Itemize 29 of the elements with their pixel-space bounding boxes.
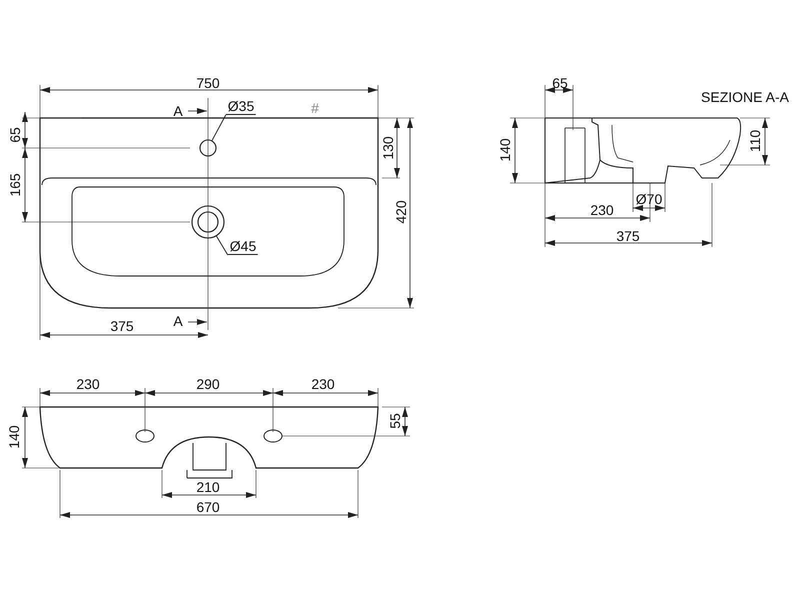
hole-outline: [191, 205, 225, 239]
dimension-value: 165: [8, 173, 22, 197]
dimension-value: 130: [381, 136, 395, 160]
dimension-value: 420: [394, 200, 408, 224]
section-mark: A: [173, 104, 183, 118]
section-title: SEZIONE A-A: [701, 90, 789, 104]
diameter-callout: Ø35: [226, 99, 256, 115]
dimension-value: 65: [552, 76, 568, 90]
dimension-value: 140: [7, 425, 21, 449]
leader-line: [211, 114, 226, 142]
dimension-value: 230: [311, 377, 335, 391]
dimension-value: 55: [388, 413, 402, 429]
dimension-value: 210: [196, 480, 220, 494]
symbol-mark: #: [311, 101, 319, 115]
dimension-value: 375: [616, 229, 640, 243]
dimension-value: 750: [196, 76, 220, 90]
leader-line: [216, 235, 228, 256]
diameter-callout: Ø45: [228, 239, 258, 255]
dimension-value: 230: [76, 377, 100, 391]
section-mark: A: [173, 314, 183, 328]
dimension-value: 375: [110, 319, 134, 333]
dimension-value: 670: [196, 500, 220, 514]
dimension-value: 140: [498, 138, 512, 162]
dimension-value: Ø70: [636, 192, 662, 206]
dimension-value: 230: [590, 203, 614, 217]
hole-outline: [199, 139, 217, 157]
dimension-value: 110: [748, 130, 762, 152]
dimension-value: 65: [8, 127, 22, 143]
dimension-value: 290: [196, 377, 220, 391]
